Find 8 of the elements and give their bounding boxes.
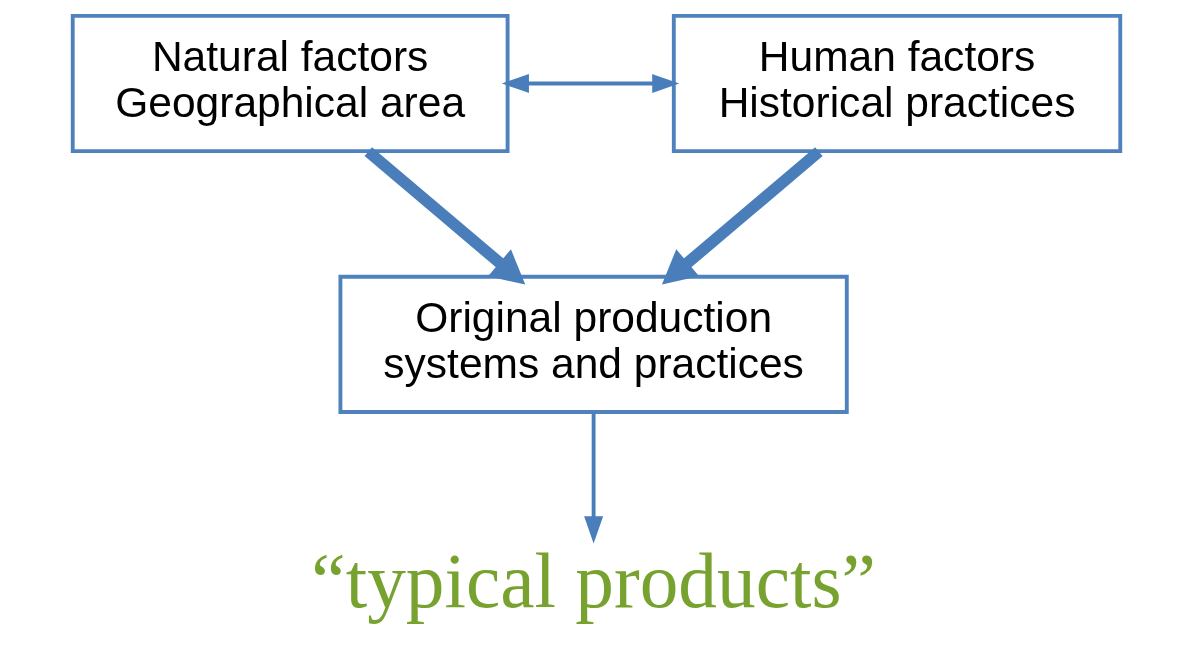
node-box: Human factors Historical practices bbox=[671, 13, 1122, 154]
arrow bbox=[364, 147, 525, 285]
node-box: Natural factors Geographical area bbox=[70, 13, 510, 154]
arrow bbox=[501, 74, 679, 93]
node-box: Original production systems and practices bbox=[337, 274, 849, 414]
arrow bbox=[583, 412, 603, 544]
arrow bbox=[661, 147, 823, 285]
node-text: “typical products” bbox=[310, 538, 876, 625]
